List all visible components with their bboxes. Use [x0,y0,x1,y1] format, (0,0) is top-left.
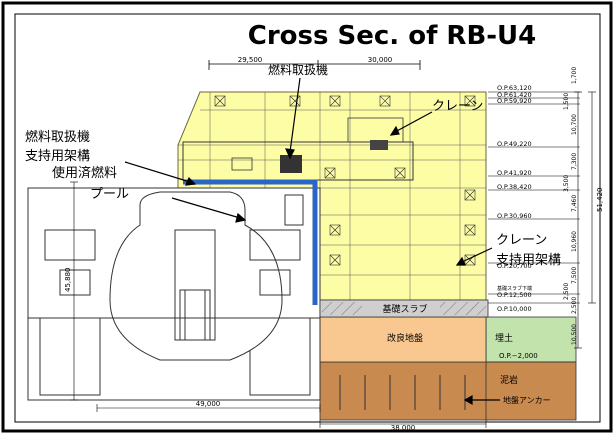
total-right-dim: 51,420 [596,188,604,213]
fuel-handler-trolley [231,157,253,171]
base-slab-hatch-left [322,302,362,315]
diagram-title: Cross Sec. of RB-U4 [248,21,537,51]
elevation-0: O.P.63,120 [497,84,532,92]
label-fuel-handler: 燃料取扱機 [268,62,328,77]
spent-fuel-pool [183,179,318,305]
elevation-6: O.P.30,960 [497,212,532,220]
right-dim-0: 1,700 [571,67,578,84]
top-dim-right: 30,000 [368,56,393,64]
elevation-1: O.P.61,420 [497,91,532,99]
base-slab-hatch-right [440,302,486,315]
right-dim-1: 1,500 [563,93,570,110]
right-dimension-chain [574,91,596,349]
improved-ground [319,316,487,363]
label-mudstone: 泥岩 [500,374,518,386]
right-dim-7: 7,500 [571,267,578,284]
right-dim-3: 7,300 [571,153,578,170]
label-base-slab: 基礎スラブ [382,303,427,315]
right-dim-10: 10,500 [571,324,578,345]
fill-soil-layer [485,316,577,363]
label-fill-level: O.P.−2,000 [499,352,538,360]
right-dim-2: 10,700 [571,114,578,135]
label-crane-support-2: 支持用架構 [496,253,561,268]
right-dim-6: 10,960 [571,231,578,252]
label-spent-fuel-pool-1: 使用済燃料 [52,165,117,181]
label-fill: 埋土 [495,332,513,344]
elevation-8: 基礎スラブ下端 [497,285,532,292]
label-fuel-handler-support-2: 支持用架構 [25,149,90,164]
label-ground-anchor: 地盤アンカー [503,395,551,405]
left-dimension [70,181,78,401]
label-fuel-handler-support-1: 燃料取扱機 [25,129,90,145]
crane-block [370,140,388,150]
ground-anchors [339,375,466,410]
fuel-handler-body [280,155,302,173]
top-dim-left: 29,500 [238,56,263,64]
label-spent-fuel-pool-2: プール [90,187,129,202]
left-dim: 45,880 [64,268,72,293]
elevation-4: O.P.41,920 [497,169,532,177]
label-crane: クレーン [432,99,483,114]
elevation-2: O.P.59,920 [497,97,532,105]
mudstone-layer [319,361,489,421]
bottom-dim-slab: 38,000 [391,424,416,432]
elevation-10: O.P.10,000 [497,305,532,313]
label-crane-support-1: クレーン [496,233,547,248]
right-dim-8: 2,500 [563,283,570,300]
reactor-building [27,187,321,401]
right-dim-9: 2,500 [571,297,578,314]
right-dim-5: 7,460 [571,195,578,212]
leader-lines [124,77,500,406]
elevation-9: O.P.12,500 [497,291,532,299]
right-dim-4: 3,500 [563,175,570,192]
mudstone-right [485,361,577,421]
inner-border [14,13,601,423]
elevation-5: O.P.38,420 [497,183,532,191]
elevation-lines [488,91,580,304]
label-improved-ground: 改良地盤 [387,332,423,344]
bottom-dimensions [96,404,487,428]
elevation-3: O.P.49,220 [497,140,532,148]
elevation-7: O.P.20,700 [497,262,532,270]
bottom-dim-building: 49,000 [196,400,221,408]
top-dimension [208,60,421,70]
